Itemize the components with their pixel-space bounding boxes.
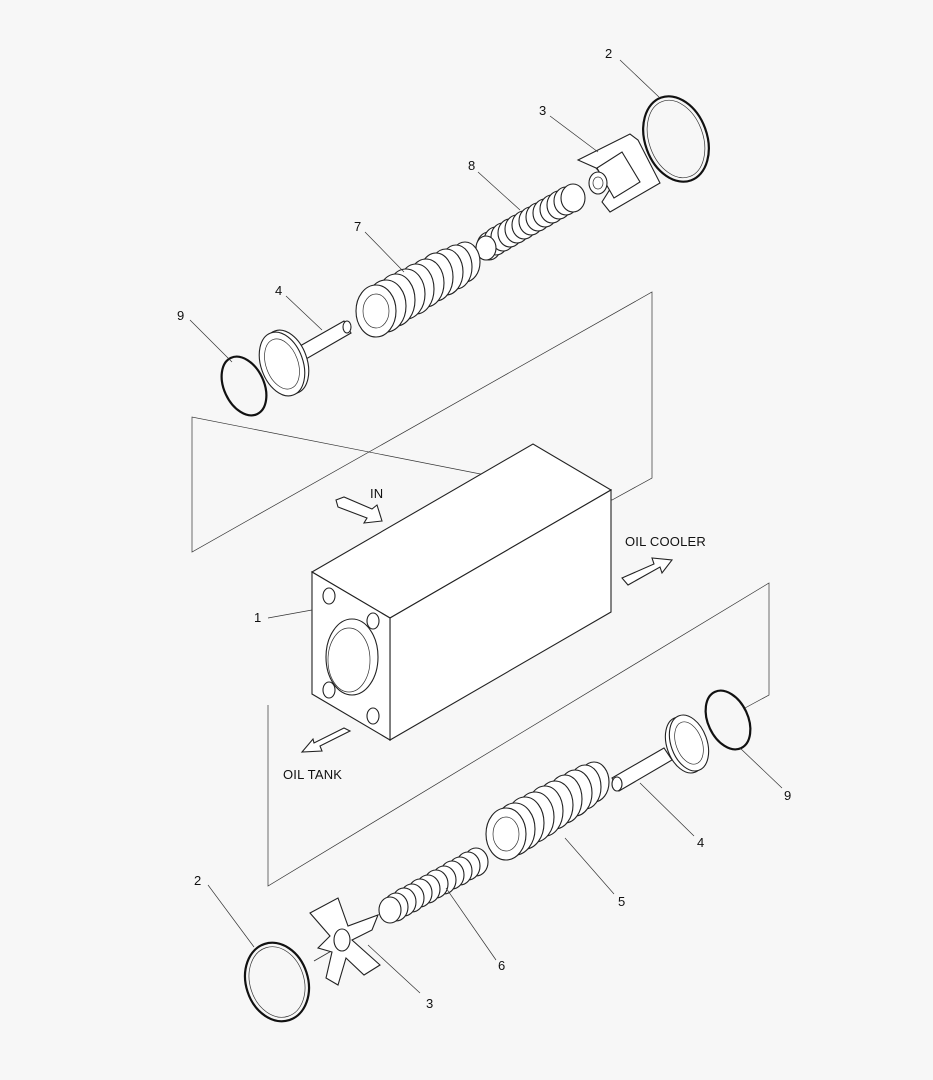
small-spring-upper	[475, 183, 586, 261]
spring-retainer-bottom	[309, 897, 381, 986]
callout-4-top: 4	[275, 283, 282, 298]
oil-tank-flow-arrow	[300, 727, 352, 753]
callout-7: 7	[354, 219, 361, 234]
o-ring-large-top	[642, 95, 710, 183]
large-spring-upper	[355, 241, 481, 338]
callout-3-bottom: 3	[426, 996, 433, 1011]
callout-5: 5	[618, 894, 625, 909]
callout-3-top: 3	[539, 103, 546, 118]
callout-4-bottom: 4	[697, 835, 704, 850]
oil-tank-label: OIL TANK	[283, 767, 342, 782]
oil-cooler-flow-arrow	[621, 557, 674, 586]
oil-cooler-label: OIL COOLER	[625, 534, 706, 549]
leader-lines	[189, 59, 783, 994]
callout-9-bottom: 9	[784, 788, 791, 803]
callout-2-top: 2	[605, 46, 612, 61]
o-ring-small-top	[220, 355, 268, 417]
large-spring-lower	[485, 761, 610, 861]
in-flow-arrow	[335, 496, 383, 524]
in-label: IN	[370, 486, 383, 501]
poppet-top	[258, 320, 352, 397]
callout-6: 6	[498, 958, 505, 973]
callout-8: 8	[468, 158, 475, 173]
lower-assembly-frame	[267, 582, 770, 887]
small-spring-lower	[378, 847, 489, 924]
callout-2-bottom: 2	[194, 873, 201, 888]
o-ring-large-bottom	[243, 941, 311, 1023]
valve-body-block	[310, 443, 613, 741]
poppet-bottom	[611, 714, 710, 792]
o-ring-small-bottom	[704, 689, 752, 751]
callout-9-top: 9	[177, 308, 184, 323]
callout-1: 1	[254, 610, 261, 625]
spring-retainer-top	[576, 133, 661, 213]
